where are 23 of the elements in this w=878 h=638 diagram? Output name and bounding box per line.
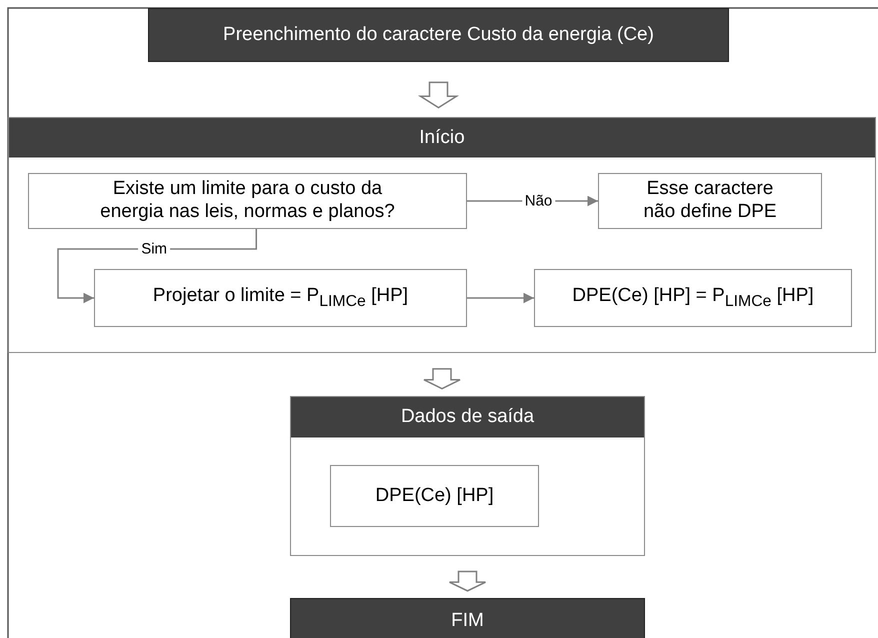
header-text: Início — [419, 126, 465, 149]
title-bar — [290, 598, 645, 638]
process-box — [598, 173, 822, 229]
process-box — [94, 269, 467, 327]
section-panel — [290, 396, 645, 556]
node-text: DPE(Ce) [HP] = P$_{LIMCe}$ [HP] — [572, 284, 814, 312]
block-arrow — [418, 82, 460, 109]
arrow — [57, 229, 258, 304]
block-arrow — [423, 368, 461, 390]
process-box — [330, 465, 539, 527]
node-text: Esse caractere não define DPE — [642, 178, 778, 224]
section-panel — [8, 117, 876, 353]
header-text: Dados de saída — [400, 406, 534, 428]
title-bar — [148, 8, 729, 62]
node-text: Existe um limite para o custo da energia nas leis, normas e planos? — [99, 178, 396, 224]
node-text: Preenchimento do caractere Custo da energia (Ce) — [223, 24, 654, 46]
process-box — [28, 173, 467, 229]
node-text: DPE(Ce) [HP] — [375, 484, 494, 508]
process-box — [534, 269, 852, 327]
node-text: Projetar o limite = P$_{LIMCe}$ [HP] — [152, 284, 408, 312]
block-arrow — [448, 570, 486, 592]
node-text: FIM — [451, 610, 484, 632]
arrow — [467, 292, 534, 304]
